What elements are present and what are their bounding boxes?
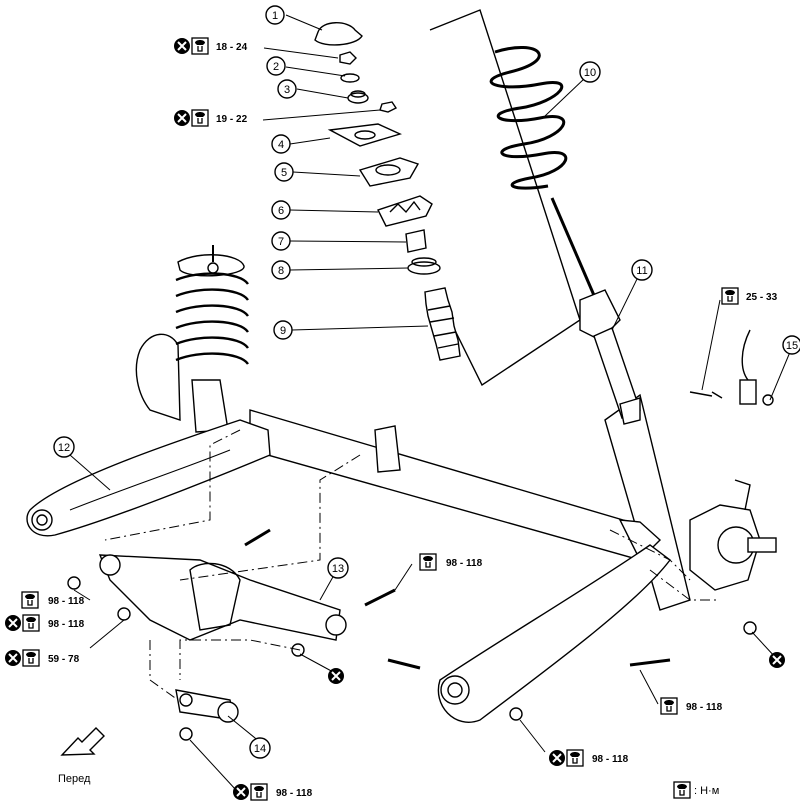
svg-text:9: 9 (280, 325, 286, 337)
svg-text:19 - 22: 19 - 22 (216, 114, 248, 125)
svg-text:59 - 78: 59 - 78 (48, 654, 80, 665)
svg-text:98 - 118: 98 - 118 (446, 558, 483, 569)
callout-6: 6 (271, 200, 291, 220)
callout-15: 15 (782, 335, 800, 355)
torque-98-118-right-1: 98 - 118 (660, 697, 723, 715)
unit-legend: : Н·м (673, 781, 719, 799)
svg-text:98 - 118: 98 - 118 (686, 702, 723, 713)
leader-lines (69, 14, 791, 791)
abs-sensor-15 (689, 329, 774, 406)
lateral-link-13 (98, 554, 347, 641)
assembled-strut-left (135, 245, 250, 433)
torque-specs: 18 - 24 19 - 22 25 - 33 98 - 118 98 - 11… (4, 37, 786, 801)
svg-text:5: 5 (281, 167, 287, 179)
svg-text:4: 4 (278, 139, 284, 151)
callout-3: 3 (277, 79, 297, 99)
callout-11: 11 (631, 259, 653, 281)
svg-text:98 - 118: 98 - 118 (48, 619, 85, 630)
svg-text:18 - 24: 18 - 24 (216, 42, 248, 53)
axle-beam (249, 409, 662, 562)
replace-mark-right (768, 651, 786, 669)
callout-8: 8 (271, 260, 291, 280)
construction-lines (104, 429, 720, 701)
front-label: Перед (58, 773, 91, 785)
link-14 (175, 689, 239, 723)
torque-98-118-bottom: 98 - 118 (232, 783, 313, 801)
callout-4: 4 (271, 134, 291, 154)
torque-19-22: 19 - 22 (173, 109, 248, 127)
svg-text:7: 7 (278, 236, 284, 248)
torque-98-118-right-2: 98 - 118 (548, 749, 629, 767)
svg-text:25 - 33: 25 - 33 (746, 292, 778, 303)
svg-text:1: 1 (272, 10, 278, 22)
svg-text:13: 13 (332, 563, 344, 575)
torque-59-78: 59 - 78 (4, 649, 80, 667)
svg-text:98 - 118: 98 - 118 (48, 596, 85, 607)
svg-text:12: 12 (58, 442, 70, 454)
replace-mark-center (327, 667, 345, 685)
coil-spring-10 (489, 46, 568, 190)
svg-text:14: 14 (254, 743, 266, 755)
svg-text:98 - 118: 98 - 118 (592, 754, 629, 765)
svg-text:8: 8 (278, 265, 284, 277)
torque-98-118-left-1: 98 - 118 (21, 591, 85, 609)
svg-text:: Н·м: : Н·м (694, 785, 719, 797)
callout-13: 13 (327, 557, 349, 579)
torque-98-118-upper: 98 - 118 (419, 553, 483, 571)
svg-text:6: 6 (278, 205, 284, 217)
torque-98-118-left-2: 98 - 118 (4, 614, 85, 632)
callout-9: 9 (273, 320, 293, 340)
torque-25-33: 25 - 33 (721, 287, 778, 305)
callout-14: 14 (249, 737, 271, 759)
callout-5: 5 (274, 162, 294, 182)
callouts: 1 2 3 4 5 6 7 8 9 10 11 12 13 14 15 (53, 5, 800, 759)
bolts (67, 528, 757, 741)
trailing-arm-right (437, 544, 671, 723)
knuckle-hub (689, 479, 777, 591)
front-direction-arrow-icon: Перед (58, 727, 105, 785)
svg-text:15: 15 (786, 340, 798, 352)
svg-text:3: 3 (284, 84, 290, 96)
shock-absorber-11 (550, 197, 641, 425)
torque-18-24: 18 - 24 (173, 37, 248, 55)
svg-text:98 - 118: 98 - 118 (276, 788, 313, 799)
callout-10: 10 (579, 61, 601, 83)
svg-text:11: 11 (636, 265, 647, 277)
callout-7: 7 (271, 231, 291, 251)
svg-text:10: 10 (584, 67, 596, 79)
trailing-arm-12 (26, 419, 271, 537)
callout-1: 1 (265, 5, 285, 25)
svg-text:2: 2 (273, 61, 279, 73)
upper-mount-parts (314, 22, 461, 361)
callout-12: 12 (53, 436, 75, 458)
callout-2: 2 (266, 56, 286, 76)
